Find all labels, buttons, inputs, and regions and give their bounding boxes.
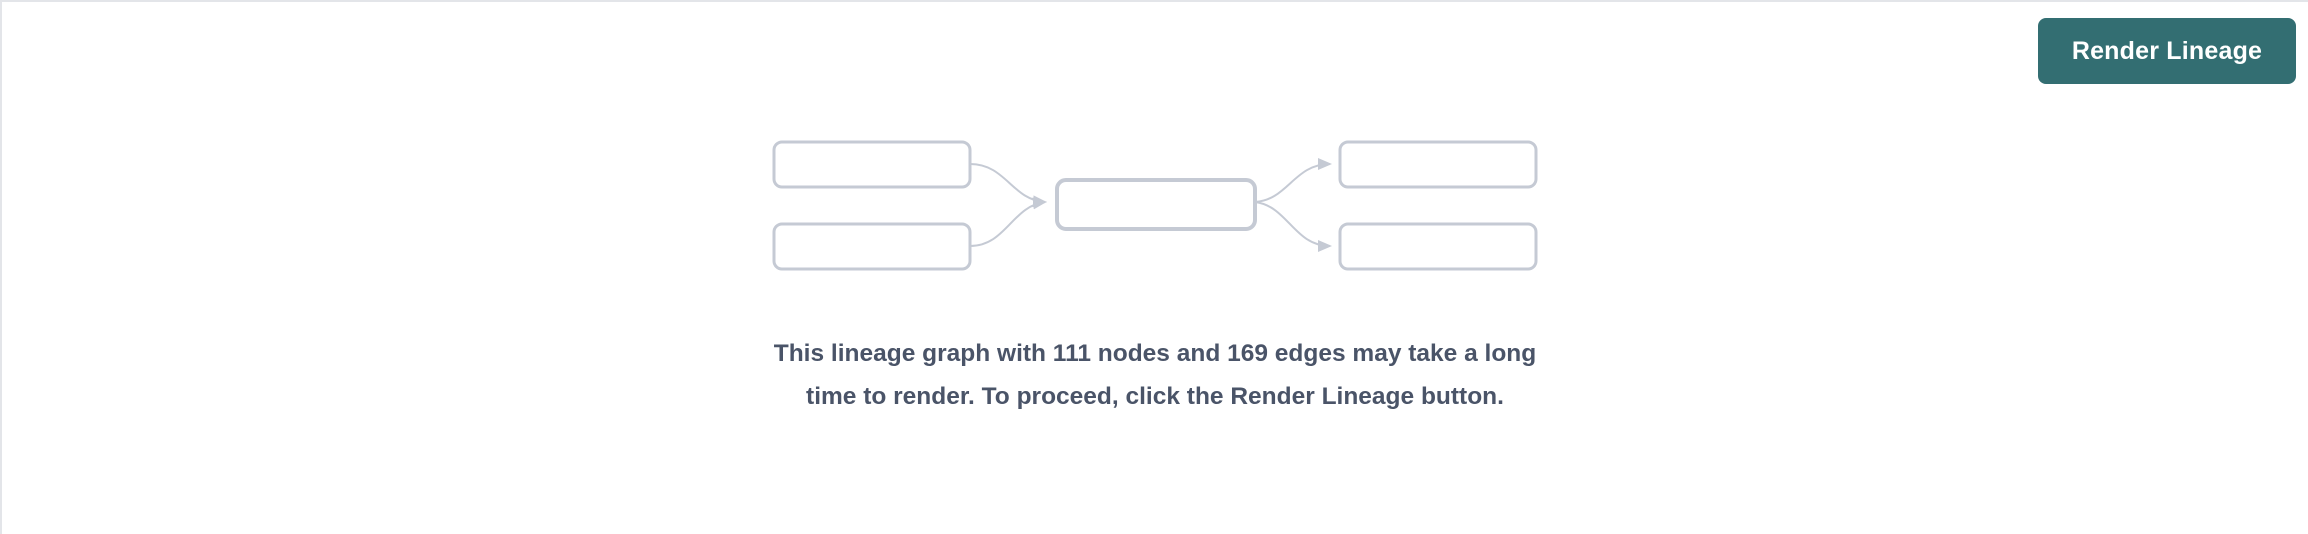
edge-center-downstream-2 xyxy=(1254,201,1332,252)
lineage-placeholder-message: This lineage graph with 111 nodes and 16… xyxy=(773,340,1537,410)
lineage-node-downstream-1 xyxy=(1338,140,1538,189)
lineage-node-upstream-1 xyxy=(772,140,972,189)
edge-upstream-1-center xyxy=(969,163,1047,208)
lineage-graph-preview xyxy=(760,132,1550,272)
lineage-graph-svg xyxy=(772,140,1538,271)
edge-upstream-2-center xyxy=(969,197,1047,247)
render-lineage-button[interactable]: Render Lineage xyxy=(2038,18,2296,84)
edge-center-downstream-1 xyxy=(1254,158,1332,203)
lineage-node-upstream-2 xyxy=(772,222,972,271)
lineage-node-downstream-2 xyxy=(1338,222,1538,271)
lineage-node-center xyxy=(1055,178,1257,231)
